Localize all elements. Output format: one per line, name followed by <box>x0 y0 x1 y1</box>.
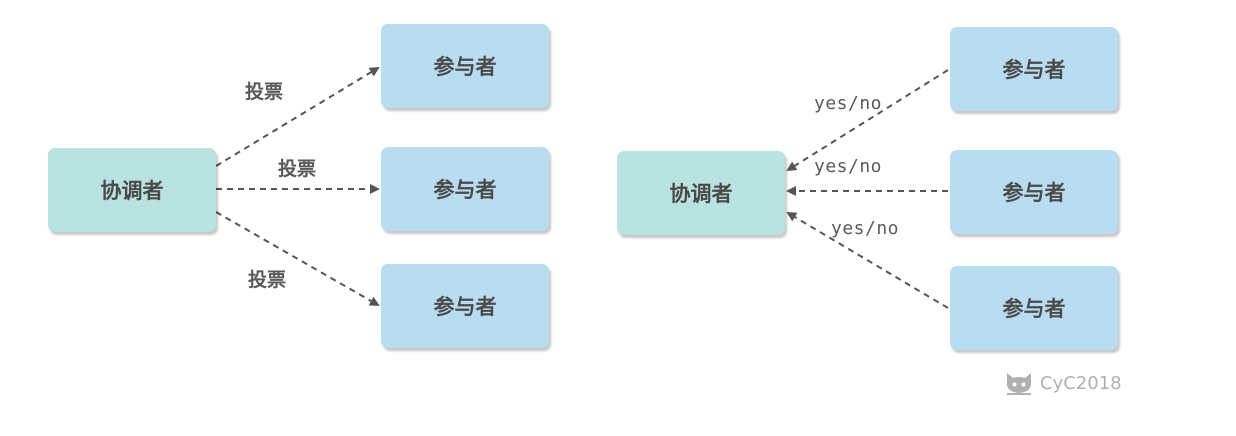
left-arrow-top <box>215 66 380 167</box>
left-participant-label-1: 参与者 <box>433 55 497 79</box>
right-coordinator-label: 协调者 <box>669 182 733 206</box>
github-octocat-icon <box>1006 373 1032 395</box>
right-coordinator-node: 协调者 <box>617 151 785 235</box>
left-edge-label-bottom: 投票 <box>248 269 287 291</box>
right-edge-label-top: yes/no <box>814 93 883 114</box>
right-participant-node-3: 参与者 <box>950 266 1118 350</box>
left-participant-node-1: 参与者 <box>381 24 549 108</box>
watermark: CyC2018 <box>1004 370 1122 396</box>
right-participant-node-2: 参与者 <box>950 150 1118 234</box>
right-participant-label-3: 参与者 <box>1002 297 1066 321</box>
left-arrow-bottom <box>215 211 380 306</box>
left-coordinator-label: 协调者 <box>100 179 164 203</box>
left-participant-label-3: 参与者 <box>433 295 497 319</box>
left-edge-label-top: 投票 <box>245 81 284 103</box>
right-arrow-bottom <box>786 211 949 309</box>
right-arrow-top <box>786 69 949 172</box>
left-participant-label-2: 参与者 <box>433 178 497 202</box>
right-participant-label-1: 参与者 <box>1002 58 1066 82</box>
right-edge-label-middle: yes/no <box>814 156 883 177</box>
left-participant-node-3: 参与者 <box>381 264 549 348</box>
right-edge-label-bottom: yes/no <box>831 218 900 239</box>
left-participant-node-2: 参与者 <box>381 147 549 231</box>
watermark-text: CyC2018 <box>1040 372 1122 394</box>
right-participant-node-1: 参与者 <box>950 27 1118 111</box>
right-participant-label-2: 参与者 <box>1002 181 1066 205</box>
left-coordinator-node: 协调者 <box>48 148 216 232</box>
left-edge-label-middle: 投票 <box>278 158 317 180</box>
